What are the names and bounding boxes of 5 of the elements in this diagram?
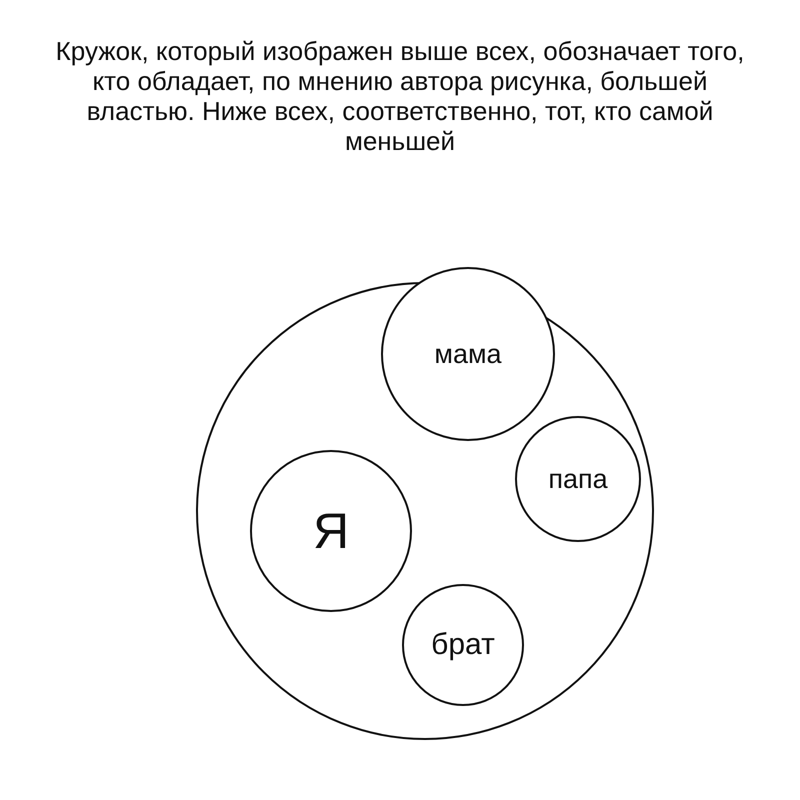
circle-label: Я (312, 506, 350, 556)
circle-label: папа (548, 466, 608, 492)
circle-label: мама (434, 340, 502, 368)
title: Кружок, который изображен выше всех, обозначает того, кто обладает, по мнению автора рисунка, большей властью. Ниже всех, соответственно, тот, кто самой меньшей (54, 36, 746, 156)
circle-label: брат (431, 630, 495, 660)
